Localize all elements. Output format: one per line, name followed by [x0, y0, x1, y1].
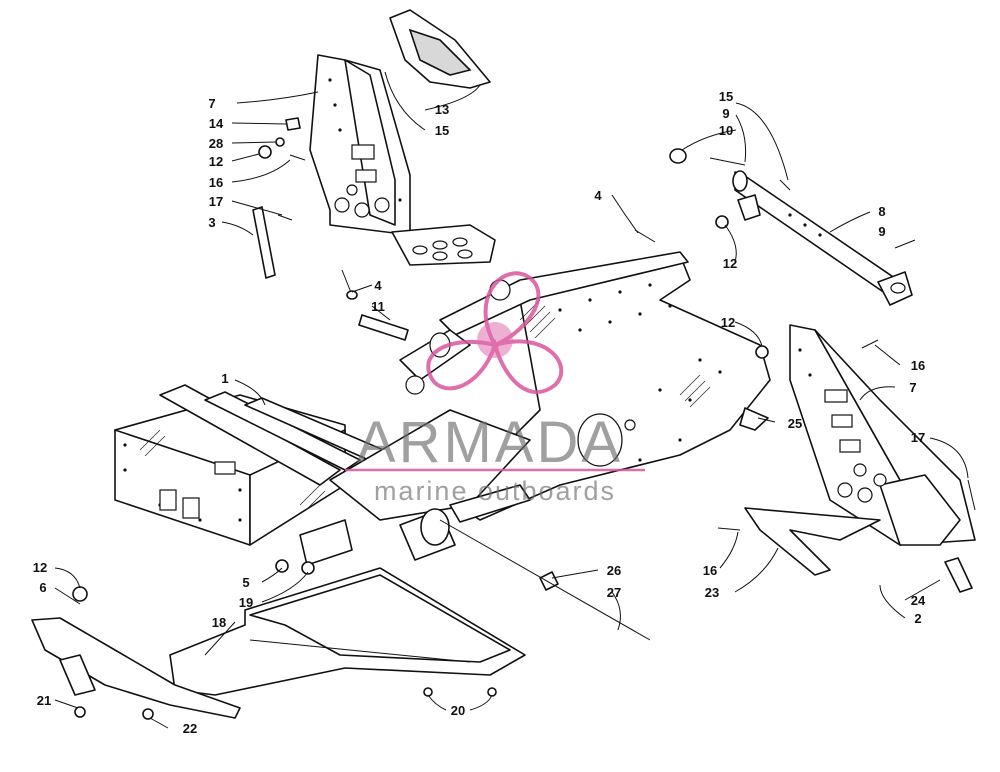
callout-7-right: 7 [909, 380, 916, 395]
callout-10: 10 [719, 123, 733, 138]
callout-11: 11 [371, 299, 385, 314]
callout-3: 3 [208, 215, 215, 230]
callout-7-upper: 7 [208, 96, 215, 111]
small-parts [72, 117, 976, 720]
callout-1: 1 [221, 371, 228, 386]
chassis-frame [114, 251, 771, 566]
callout-24: 24 [911, 593, 926, 608]
callout-15-right: 15 [719, 89, 733, 104]
callout-14: 14 [209, 116, 224, 131]
callout-28: 28 [209, 136, 223, 151]
callout-20: 20 [451, 703, 465, 718]
callout-21: 21 [37, 693, 51, 708]
callout-13: 13 [435, 102, 449, 117]
callout-25: 25 [788, 416, 802, 431]
steering-cover [389, 9, 491, 89]
callout-15-upper: 15 [435, 123, 449, 138]
callout-16-right: 16 [911, 358, 925, 373]
frame-hatching [139, 299, 711, 512]
callout-16-lower: 16 [703, 563, 717, 578]
callout-27: 27 [607, 585, 621, 600]
callout-8: 8 [878, 204, 885, 219]
callout-16-upper: 16 [209, 175, 223, 190]
watermark-brand: ARMADA [357, 410, 623, 475]
callout-6: 6 [39, 580, 46, 595]
watermark-tagline: marine outboards [374, 476, 616, 506]
callout-12-lower: 12 [33, 560, 47, 575]
callout-4-right: 4 [594, 188, 602, 203]
callout-12-upper: 12 [209, 154, 223, 169]
frame-rivets [123, 283, 722, 522]
leader-lines [54, 71, 969, 729]
armada-logo-mark [426, 271, 564, 395]
callout-4-left: 4 [374, 278, 382, 293]
steering-support-right [789, 324, 976, 546]
armada-watermark: ARMADA marine outboards [345, 271, 645, 506]
callout-19: 19 [239, 595, 253, 610]
callout-22: 22 [183, 721, 197, 736]
callout-26: 26 [607, 563, 621, 578]
callout-23: 23 [705, 585, 719, 600]
steering-post [732, 170, 913, 306]
callout-labels: 7 14 28 12 16 17 3 13 15 4 11 1 5 19 18 … [33, 89, 926, 736]
callout-12-right-upper: 12 [723, 256, 737, 271]
callout-17-upper: 17 [209, 194, 223, 209]
callout-18: 18 [212, 615, 226, 630]
front-nose-pan [31, 617, 241, 719]
callout-9-right-upper: 9 [722, 106, 729, 121]
callout-5: 5 [242, 575, 249, 590]
callout-2: 2 [914, 611, 921, 626]
steering-support-left [309, 54, 496, 266]
skid-plate [169, 567, 526, 696]
callout-12-right-lower: 12 [721, 315, 735, 330]
callout-17-right: 17 [911, 430, 925, 445]
callout-9-right-lower: 9 [878, 224, 885, 239]
